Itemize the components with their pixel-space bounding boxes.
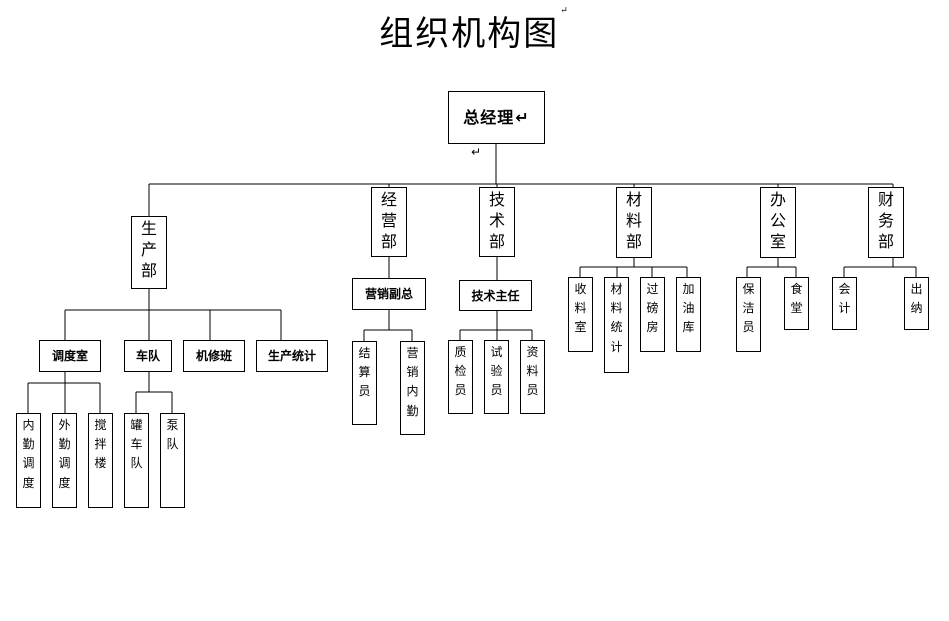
dept-materials: 材料部 [616, 187, 652, 258]
leaf-mixing-tower: 搅拌楼 [88, 413, 113, 508]
ceo-box: 总经理↵ [448, 91, 545, 144]
dept-tech: 技术部 [479, 187, 515, 257]
unit-tech-lead: 技术主任 [459, 280, 532, 311]
dept-office: 办公室 [760, 187, 796, 258]
leaf-quality: 质检员 [448, 340, 473, 414]
leaf-settlement: 结算员 [352, 341, 377, 425]
dept-sales: 经营部 [371, 187, 407, 257]
leaf-outer-dispatch: 外勤调度 [52, 413, 77, 508]
leaf-records: 资料员 [520, 340, 545, 414]
leaf-pump-team: 泵队 [160, 413, 185, 508]
leaf-accountant: 会计 [832, 277, 857, 330]
leaf-sales-clerk: 营销内勤 [400, 341, 425, 435]
leaf-fuel-depot: 加油库 [676, 277, 701, 352]
leaf-cashier: 出纳 [904, 277, 929, 330]
dept-finance: 财务部 [868, 187, 904, 258]
paragraph-mark: ↵ [471, 145, 482, 159]
leaf-receiving: 收料室 [568, 277, 593, 352]
leaf-inner-dispatch: 内勤调度 [16, 413, 41, 508]
dept-production: 生产部 [131, 216, 167, 289]
leaf-canteen: 食堂 [784, 277, 809, 330]
leaf-weighbridge: 过磅房 [640, 277, 665, 352]
unit-sales-vp: 营销副总 [352, 278, 426, 310]
unit-fleet: 车队 [124, 340, 172, 372]
unit-repair: 机修班 [183, 340, 245, 372]
leaf-tanker-team: 罐车队 [124, 413, 149, 508]
unit-dispatch: 调度室 [39, 340, 101, 372]
unit-production-stats: 生产统计 [256, 340, 328, 372]
leaf-cleaner: 保洁员 [736, 277, 761, 352]
chart-title: 组织机构图↵ [379, 6, 570, 54]
leaf-materials-stats: 材料统计 [604, 277, 629, 373]
leaf-test: 试验员 [484, 340, 509, 414]
